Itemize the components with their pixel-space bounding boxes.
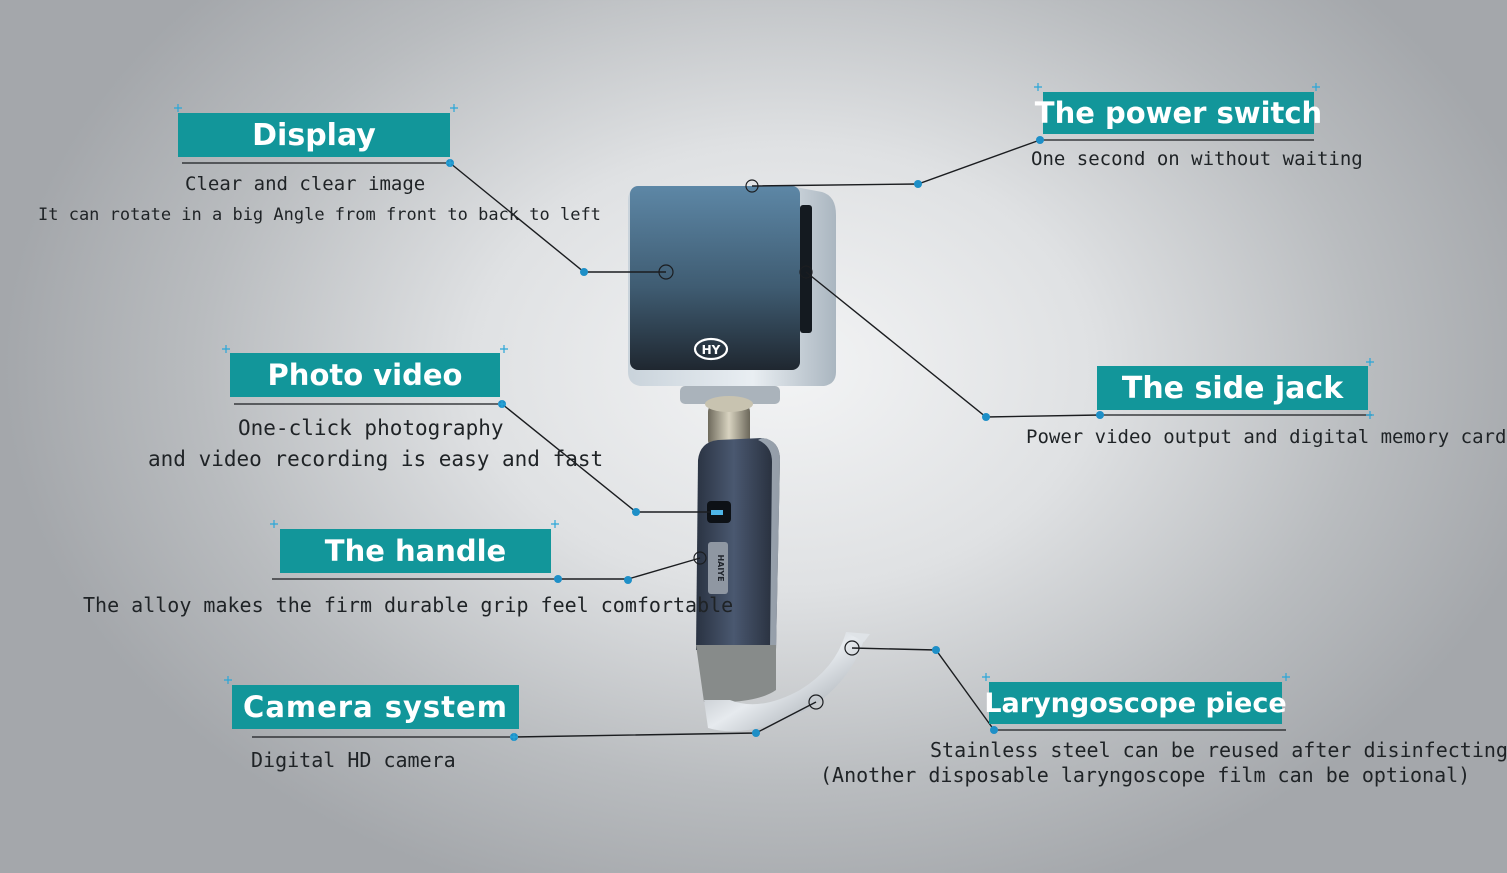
laryngoscope-desc-line-1: Stainless steel can be reused after disi… (930, 738, 1507, 762)
photo-video-desc-line-2: and video recording is easy and fast (148, 447, 604, 471)
target-ring (693, 551, 707, 565)
logo: HY (693, 337, 729, 361)
laryngoscope-device: HY HAIYE (628, 186, 870, 732)
side-jack-desc: Power video output and digital memory ca… (1026, 426, 1507, 448)
handle-title: The handle (280, 529, 551, 573)
dot (580, 268, 588, 276)
target-ring (799, 265, 813, 279)
logo-text: HY (702, 343, 721, 357)
laryngoscope-desc-line-2: (Another disposable laryngoscope film ca… (820, 763, 1471, 787)
display-title: Display (178, 113, 450, 157)
brand-text: HAIYE (716, 554, 725, 581)
laryngoscope-piece-title: Laryngoscope piece (984, 682, 1287, 724)
side-jack-title: The side jack (1097, 366, 1368, 410)
dot (624, 576, 632, 584)
dot (554, 575, 562, 583)
camera-desc: Digital HD camera (251, 748, 456, 772)
dot (932, 646, 940, 654)
dot (1096, 411, 1104, 419)
photo-video-desc-line-1: One-click photography (238, 416, 504, 440)
display-desc-line-1: Clear and clear image (185, 173, 426, 195)
swivel-joint (708, 402, 750, 450)
target-markers (658, 179, 860, 710)
dot (982, 413, 990, 421)
dot (752, 729, 760, 737)
display-screen (630, 186, 800, 370)
camera-collar (696, 645, 776, 702)
handle-desc: The alloy makes the firm durable grip fe… (83, 593, 734, 617)
target-ring (844, 640, 860, 656)
display-base (680, 386, 780, 404)
laryngoscope-blade (704, 632, 864, 732)
brand-plate (708, 542, 728, 594)
camera-system-title: Camera system (232, 685, 519, 729)
dot (990, 726, 998, 734)
photo-video-title: Photo video (230, 353, 500, 397)
dot (632, 508, 640, 516)
target-ring (745, 179, 759, 193)
handle-body (696, 438, 780, 650)
title-underlines (182, 139, 1372, 738)
power-switch-title: The power switch (1035, 92, 1322, 134)
target-ring (808, 694, 824, 710)
dot (1036, 136, 1044, 144)
side-jack-slot (800, 205, 812, 333)
dot (914, 180, 922, 188)
corner-markers (174, 83, 1374, 741)
power-switch-desc: One second on without waiting (1031, 148, 1363, 170)
target-ring (658, 264, 674, 280)
display-desc-line-2: It can rotate in a big Angle from front … (38, 205, 601, 225)
